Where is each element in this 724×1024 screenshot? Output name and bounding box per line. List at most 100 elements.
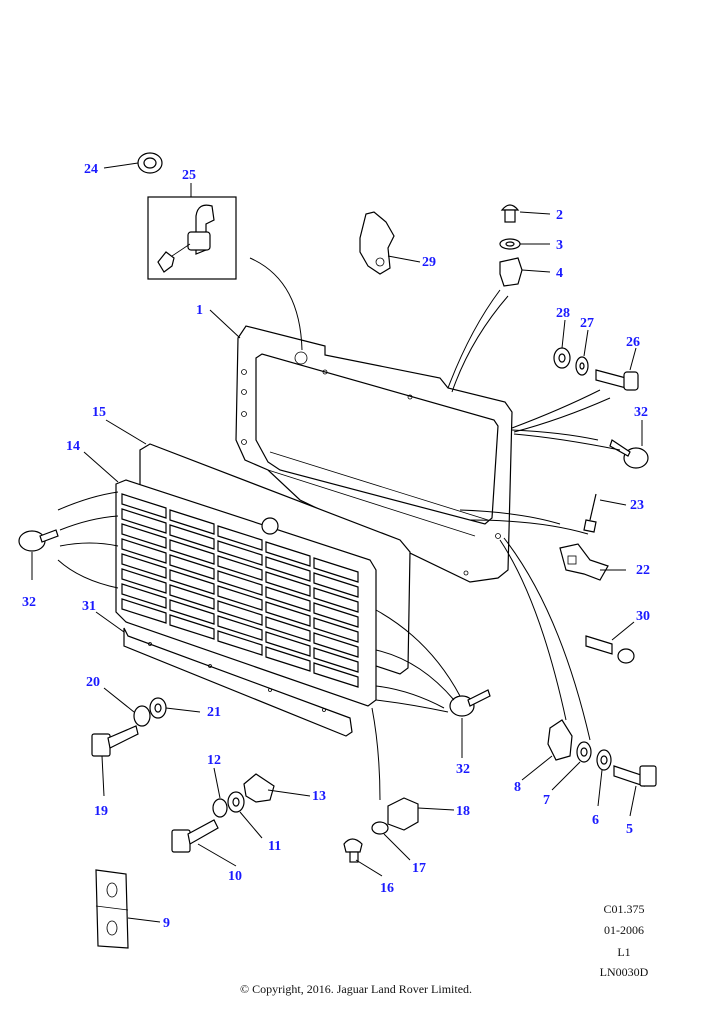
grille-slat (121, 508, 167, 534)
callout-3: 3 (556, 238, 563, 253)
rivet-23[interactable] (583, 493, 597, 533)
screw-16[interactable] (343, 838, 363, 863)
grille-slat (121, 553, 167, 579)
grille-slat (169, 509, 215, 535)
ref-level: L1 (617, 945, 631, 959)
callout-17: 17 (412, 861, 426, 876)
grille-slat (265, 631, 311, 657)
copyright-notice: © Copyright, 2016. Jaguar Land Rover Lim… (239, 982, 473, 996)
grille-slat (265, 601, 311, 627)
clip-nut-18[interactable] (387, 797, 419, 831)
stud-30[interactable] (585, 635, 635, 664)
grille-slat (121, 523, 167, 549)
grille-slat (169, 554, 215, 580)
clip-13[interactable] (243, 773, 275, 803)
callout-numbers: 1 2 3 4 5 6 7 8 9 10 11 12 13 14 15 16 1… (22, 162, 650, 931)
grille-slat (121, 538, 167, 564)
callout-19: 19 (94, 804, 108, 819)
grille-slat (265, 646, 311, 672)
ref-date: 01-2006 (604, 923, 644, 937)
callout-22: 22 (636, 563, 650, 578)
callout-32-left: 32 (22, 595, 36, 610)
washer-21[interactable] (149, 697, 167, 719)
washer-17[interactable] (371, 821, 389, 835)
grille-slat (169, 599, 215, 625)
callout-26: 26 (626, 335, 640, 350)
bolt-5[interactable] (613, 765, 657, 787)
leader-lines (31, 162, 643, 923)
plate-9[interactable] (95, 869, 129, 949)
grille-slat (265, 586, 311, 612)
grille-slat (265, 616, 311, 642)
callout-23: 23 (630, 498, 644, 513)
ref-code: C01.375 (603, 902, 645, 916)
bolt-10[interactable] (171, 819, 219, 853)
ref-drawing: LN0030D (599, 965, 649, 979)
grille-slat (121, 598, 167, 624)
callout-18: 18 (456, 804, 470, 819)
washer-6[interactable] (596, 749, 612, 771)
grille-slat (313, 617, 359, 643)
grille-slat (169, 614, 215, 640)
nut-28[interactable] (553, 347, 571, 369)
callout-31: 31 (82, 599, 96, 614)
washer-7[interactable] (576, 741, 592, 763)
clip-nut-4[interactable] (499, 257, 523, 287)
grille-panel-frame[interactable] (235, 325, 513, 583)
callout-20: 20 (86, 675, 100, 690)
callout-2: 2 (556, 208, 563, 223)
callout-24: 24 (84, 162, 98, 177)
washer-11[interactable] (227, 791, 245, 813)
grille-slat (265, 571, 311, 597)
bolt-26[interactable] (595, 369, 639, 391)
callout-1: 1 (196, 303, 203, 318)
grommet[interactable] (137, 152, 163, 174)
grille-slat (121, 493, 167, 519)
grille-slat (121, 583, 167, 609)
grille-slat (217, 570, 263, 596)
grille-slat (313, 572, 359, 598)
callout-16: 16 (380, 881, 394, 896)
front-grille[interactable] (115, 479, 377, 707)
grille-slat (217, 615, 263, 641)
washer-3[interactable] (499, 238, 521, 250)
grille-slat (169, 524, 215, 550)
callout-8: 8 (514, 780, 521, 795)
screw-2[interactable] (500, 204, 520, 223)
grille-slat (313, 587, 359, 613)
callout-7: 7 (543, 793, 550, 808)
callout-10: 10 (228, 869, 242, 884)
push-fastener-right-upper[interactable] (609, 439, 649, 469)
callout-32-lower: 32 (456, 762, 470, 777)
washer-27[interactable] (575, 356, 589, 376)
latch-bracket[interactable] (359, 211, 395, 275)
callout-12: 12 (207, 753, 221, 768)
grille-slat (313, 557, 359, 583)
grille-slat (217, 630, 263, 656)
callout-21: 21 (207, 705, 221, 720)
bracket-22[interactable] (559, 543, 609, 581)
callout-5: 5 (626, 822, 633, 837)
callout-6: 6 (592, 813, 599, 828)
washer-20[interactable] (133, 705, 151, 727)
grille-slat (217, 525, 263, 551)
washer-12[interactable] (212, 798, 228, 818)
grille-slat (313, 662, 359, 688)
grille-slat (121, 568, 167, 594)
callout-11: 11 (268, 839, 281, 854)
grille-slat (313, 647, 359, 673)
bolt-19[interactable] (91, 725, 139, 757)
grille-slat (217, 585, 263, 611)
callout-30: 30 (636, 609, 650, 624)
grille-slat (265, 541, 311, 567)
grille-slat (313, 602, 359, 628)
callout-4: 4 (556, 266, 563, 281)
seal-strip[interactable] (123, 627, 353, 737)
push-fastener-lower[interactable] (449, 689, 491, 717)
callout-14: 14 (66, 439, 80, 454)
callout-25: 25 (182, 168, 196, 183)
lock-assembly[interactable] (147, 196, 237, 280)
push-fastener-left[interactable] (18, 529, 59, 552)
bracket-8[interactable] (547, 719, 573, 761)
